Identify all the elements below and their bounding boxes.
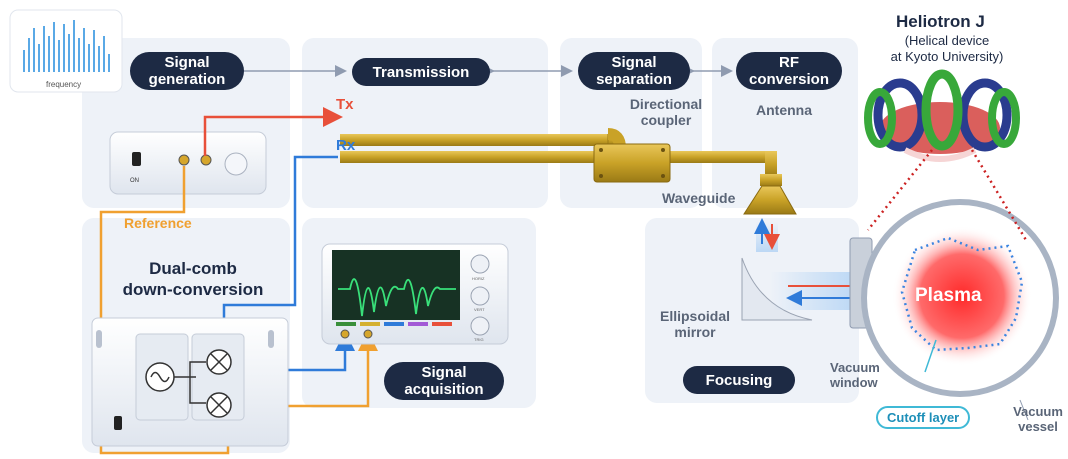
stage-signal-separation: Signal separation [578, 52, 690, 90]
dual-comb-label: Dual-comb down-conversion [122, 259, 264, 299]
directional-coupler [593, 143, 671, 183]
rx-label: Rx [336, 137, 356, 154]
stage-signal-acquisition: Signal acquisition [384, 362, 504, 400]
stage-focusing: Focusing [683, 366, 795, 394]
scope-vert-label: VERT [474, 307, 485, 312]
cutoff-layer-label: Cutoff layer [876, 406, 971, 429]
stage-signal-generation: Signal generation [130, 52, 244, 90]
heliotron-title: Heliotron J [896, 12, 985, 31]
scope-trig-label: TRIG [474, 337, 484, 342]
antenna-label: Antenna [756, 102, 812, 118]
cutoff-layer-boundary [900, 236, 1024, 352]
stage-rf-conversion: RF conversion [736, 52, 842, 90]
on-label: ON [130, 178, 139, 184]
heliotron-device [864, 69, 1020, 162]
antenna-horn [743, 174, 797, 215]
oscilloscope [321, 243, 509, 345]
stage-transmission: Transmission [352, 58, 490, 86]
dual-comb-module [91, 317, 289, 447]
signal-generator [109, 131, 267, 195]
reference-label: Reference [124, 215, 192, 231]
frequency-comb-icon [9, 9, 123, 93]
frequency-label: frequency [46, 80, 82, 89]
directional-coupler-label: Directional coupler [629, 96, 703, 128]
vacuum-vessel-label: Vacuum vessel [1013, 404, 1063, 434]
waveguide [340, 128, 777, 177]
ellipsoidal-mirror-label: Ellipsoidal mirror [659, 308, 730, 340]
tx-label: Tx [336, 96, 354, 113]
plasma-label: Plasma [915, 285, 982, 306]
vacuum-window-label: Vacuum window [830, 360, 880, 390]
heliotron-subtitle: (Helical device at Kyoto University) [890, 33, 1004, 64]
scope-horiz-label: HORIZ [472, 276, 485, 281]
waveguide-label: Waveguide [662, 190, 736, 206]
